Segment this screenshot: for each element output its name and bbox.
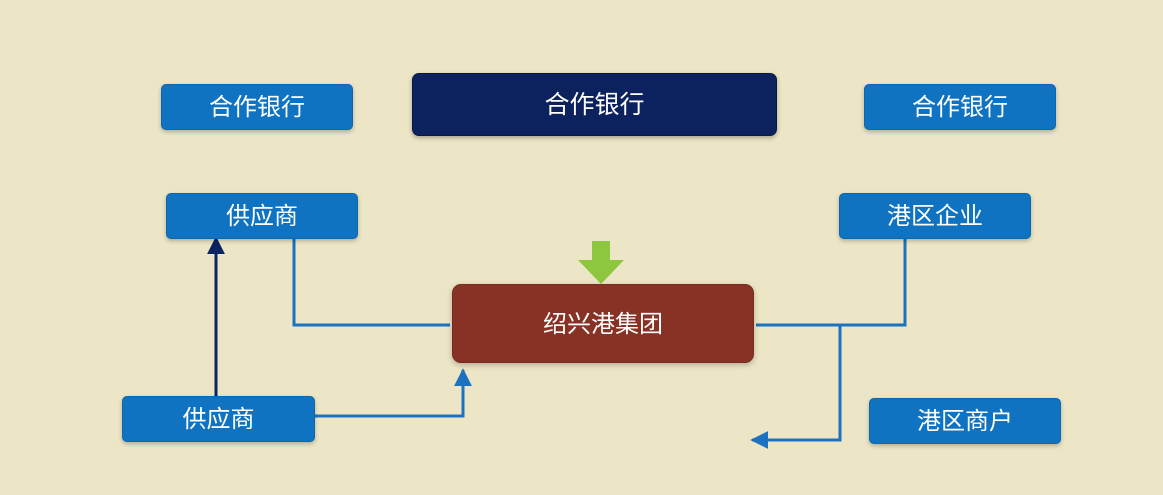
supplier-top-label: 供应商 bbox=[226, 202, 298, 230]
supplier-bottom-label: 供应商 bbox=[182, 405, 255, 433]
port-enterprise-label: 港区企业 bbox=[887, 202, 983, 230]
bank-center-label: 合作银行 bbox=[544, 90, 645, 119]
port-merchant-node: 港区商户 bbox=[869, 398, 1061, 444]
bank-left-label: 合作银行 bbox=[209, 93, 305, 121]
supplier-top-node: 供应商 bbox=[166, 193, 358, 239]
bank-right-label: 合作银行 bbox=[912, 93, 1008, 121]
supplier-bottom-to-core-arrow bbox=[315, 368, 472, 418]
core-enterprise-label: 绍兴港集团 bbox=[543, 309, 663, 338]
port-merchant-label: 港区商户 bbox=[917, 407, 1013, 435]
bank-right-node: 合作银行 bbox=[864, 84, 1056, 130]
supplier-bottom-node: 供应商 bbox=[122, 396, 315, 442]
bank-left-node: 合作银行 bbox=[161, 84, 353, 130]
core-enterprise-node: 绍兴港集团 bbox=[452, 284, 754, 363]
supplier-top-to-core-connector bbox=[292, 238, 450, 327]
port-enterprise-node: 港区企业 bbox=[839, 193, 1031, 239]
core-branch-to-port-merchant-arrow bbox=[750, 325, 842, 449]
bank-center-node: 合作银行 bbox=[412, 73, 777, 136]
green-down-arrow bbox=[578, 241, 624, 284]
core-to-port-enterprise-connector bbox=[756, 239, 907, 327]
